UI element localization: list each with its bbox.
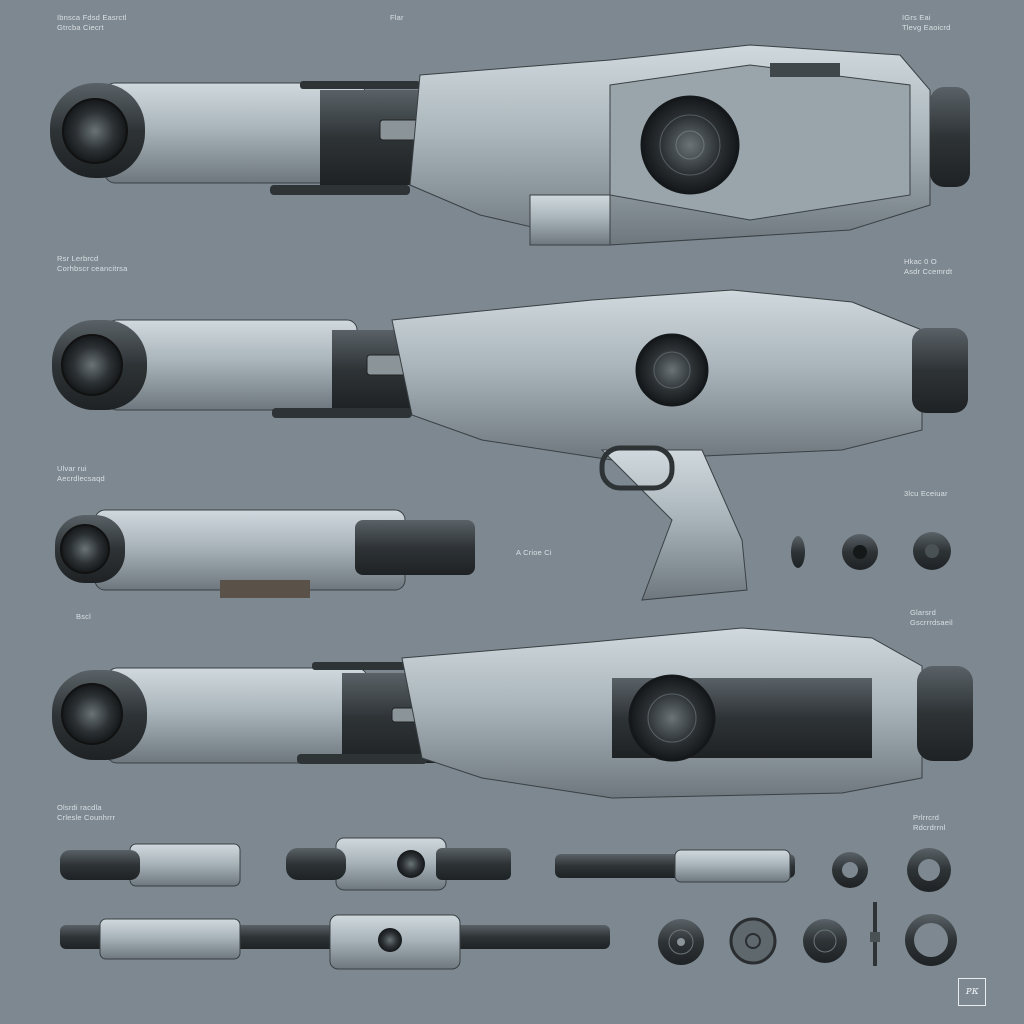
part-disc-2 [729, 917, 777, 965]
label-line: Ulvar rui [57, 464, 87, 473]
label-line: Rsr Lerbrcd [57, 254, 99, 263]
label-line: Gscrrrdsaeil [910, 618, 953, 627]
label-line: Ibnsca Fdsd Easrctl [57, 13, 127, 22]
label-line: Tlevg Eaoicrd [902, 23, 951, 32]
label-left-small: Bscl [76, 612, 91, 622]
part-pin [870, 902, 880, 966]
part-ring-small-3 [913, 532, 951, 570]
part-disc-3 [803, 919, 847, 963]
label-line: Bscl [76, 612, 91, 621]
label-right-small: 3lcu Eceiuar [904, 489, 948, 499]
part-barrel-short-3 [555, 849, 795, 883]
label-line: Corhbscr ceancitrsa [57, 264, 128, 273]
label-center-small: A Crioe Ci [516, 548, 552, 558]
part-ring-large [905, 914, 957, 966]
label-line: Prlrrcrd [913, 813, 940, 822]
part-barrel-short-1 [60, 843, 241, 887]
weapon-rifle-top [50, 44, 970, 246]
part-ring-small-1 [791, 536, 805, 568]
label-line: Aecrdlecsaqd [57, 474, 105, 483]
label-line: IGrs Eai [902, 13, 931, 22]
part-disc-1 [658, 919, 704, 965]
label-line: Rdcrdrrnl [913, 823, 946, 832]
label-line: Asdr Ccemrdt [904, 267, 953, 276]
part-ring-1 [832, 852, 868, 888]
part-barrel-short-2 [286, 837, 511, 891]
part-ring-2 [907, 848, 951, 892]
label-line: Glarsrd [910, 608, 936, 617]
part-barrel-long [60, 914, 610, 970]
label-line: 3lcu Eceiuar [904, 489, 948, 498]
label-line: Olsrdi racdla [57, 803, 102, 812]
label-line: Flar [390, 13, 404, 22]
label-line: Gtrcba Ciecrt [57, 23, 104, 32]
weapon-rifle-lower [52, 627, 973, 799]
part-ring-small-2 [842, 534, 878, 570]
weapon-rifle-grip [52, 289, 968, 601]
label-line: Hkac 0 O [904, 257, 937, 266]
artist-signature: ᴘᴋ [958, 978, 986, 1006]
weapon-barrel-module [55, 509, 475, 598]
label-top-center: Flar [390, 13, 404, 23]
label-line: Crlesle Counhrrr [57, 813, 116, 822]
label-line: A Crioe Ci [516, 548, 552, 557]
